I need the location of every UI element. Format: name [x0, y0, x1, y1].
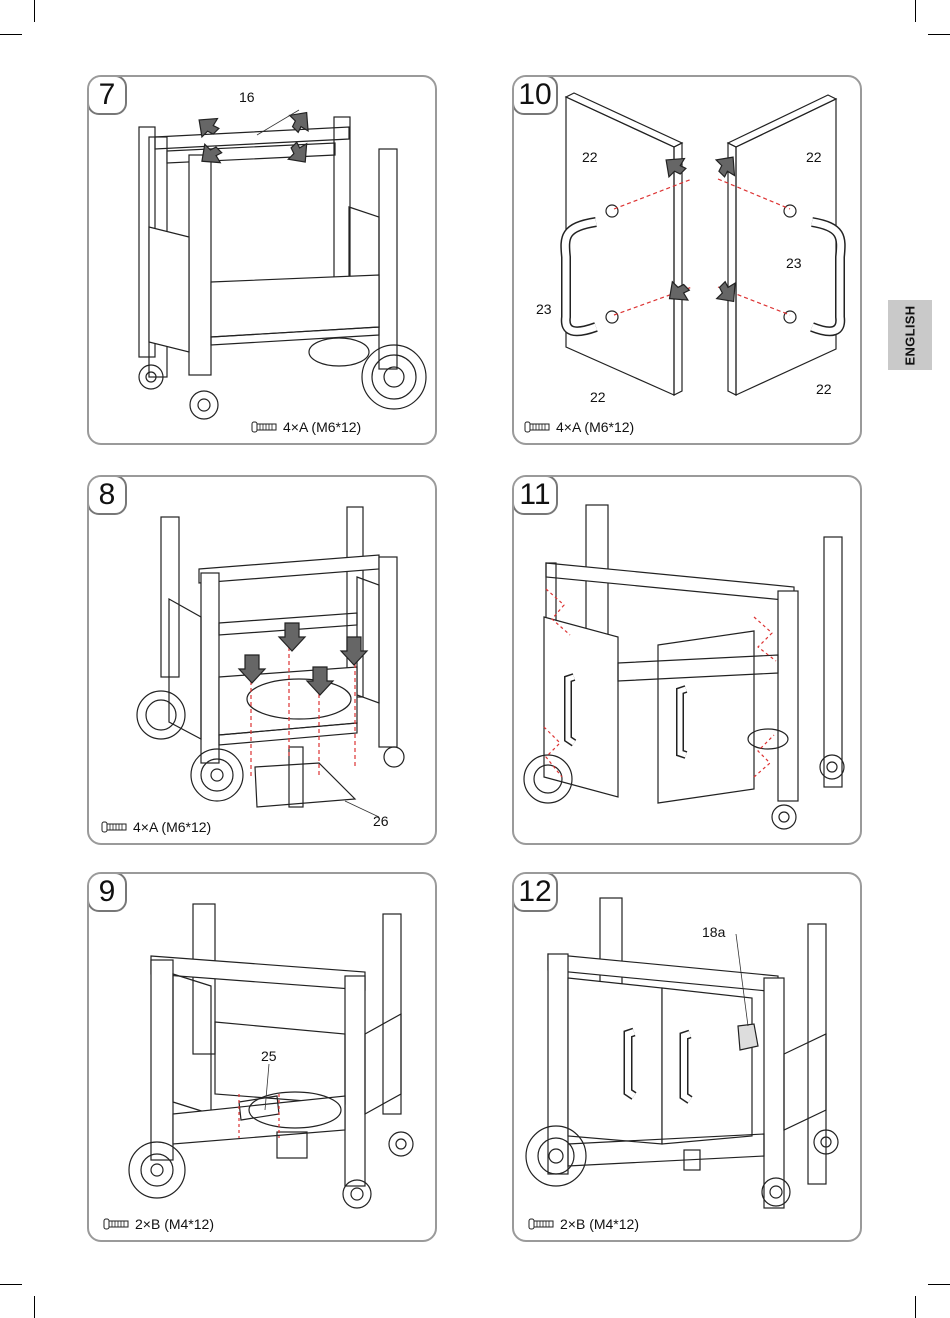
- screw-icon: [251, 421, 277, 433]
- screw-spec-text: 4×A (M6*12): [133, 819, 211, 835]
- part-label-26: 26: [373, 813, 389, 829]
- step-8-illustration: [89, 477, 435, 843]
- part-label-22: 22: [582, 149, 598, 165]
- step-number-badge: 11: [512, 475, 558, 515]
- step-number-badge: 8: [87, 475, 127, 515]
- step-number-badge: 10: [512, 75, 558, 115]
- screw-spec-text: 4×A (M6*12): [556, 419, 634, 435]
- step-7-panel: 7 16 4×A (M6*12): [87, 75, 437, 445]
- part-label-25: 25: [261, 1048, 277, 1064]
- step-9-panel: 9 25 2×B (M4*12): [87, 872, 437, 1242]
- step-11-illustration: [514, 477, 860, 843]
- screw-spec: 2×B (M4*12): [103, 1216, 214, 1232]
- crop-mark: [928, 34, 950, 35]
- crop-mark: [915, 1296, 916, 1318]
- crop-mark: [34, 1296, 35, 1318]
- crop-mark: [915, 0, 916, 22]
- crop-mark: [928, 1284, 950, 1285]
- screw-spec: 4×A (M6*12): [251, 419, 361, 435]
- part-label-22: 22: [806, 149, 822, 165]
- screw-icon: [528, 1218, 554, 1230]
- crop-mark: [34, 0, 35, 22]
- crop-mark: [0, 1284, 22, 1285]
- screw-icon: [103, 1218, 129, 1230]
- screw-icon: [101, 821, 127, 833]
- screw-spec: 4×A (M6*12): [524, 419, 634, 435]
- step-number-badge: 9: [87, 872, 127, 912]
- step-10-panel: 10 22 22 23 23 22 22 4×A (M6*12): [512, 75, 862, 445]
- part-label-18a: 18a: [702, 924, 725, 940]
- part-label-22: 22: [590, 389, 606, 405]
- screw-spec: 2×B (M4*12): [528, 1216, 639, 1232]
- screw-spec-text: 2×B (M4*12): [560, 1216, 639, 1232]
- part-label-23: 23: [536, 301, 552, 317]
- step-7-illustration: [89, 77, 435, 443]
- step-number-badge: 7: [87, 75, 127, 115]
- screw-icon: [524, 421, 550, 433]
- part-label-16: 16: [239, 89, 255, 105]
- part-label-22: 22: [816, 381, 832, 397]
- step-12-panel: 12 18a 2×B (M4*12): [512, 872, 862, 1242]
- step-12-illustration: [514, 874, 860, 1240]
- part-label-23: 23: [786, 255, 802, 271]
- step-11-panel: 11: [512, 475, 862, 845]
- screw-spec-text: 4×A (M6*12): [283, 419, 361, 435]
- screw-spec: 4×A (M6*12): [101, 819, 211, 835]
- language-tab-label: ENGLISH: [903, 305, 918, 365]
- screw-spec-text: 2×B (M4*12): [135, 1216, 214, 1232]
- step-8-panel: 8 26 4×A (M6*12): [87, 475, 437, 845]
- step-number-badge: 12: [512, 872, 558, 912]
- crop-mark: [0, 34, 22, 35]
- step-10-illustration: [514, 77, 860, 443]
- language-tab: ENGLISH: [888, 300, 932, 370]
